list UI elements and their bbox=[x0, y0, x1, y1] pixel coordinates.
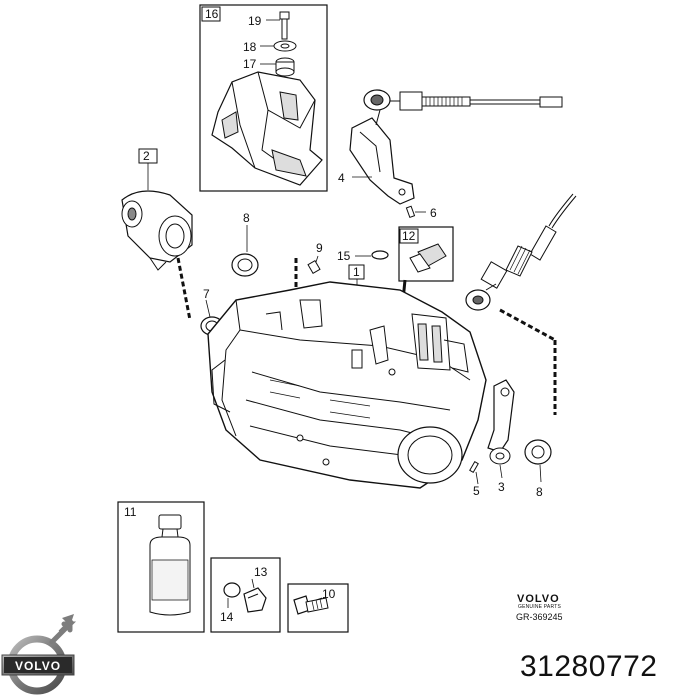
callout-1: 1 bbox=[353, 265, 360, 279]
upper-cable bbox=[363, 89, 563, 126]
callout-6: 6 bbox=[430, 206, 437, 220]
callout-10: 10 bbox=[322, 587, 336, 601]
callout-4: 4 bbox=[338, 171, 345, 185]
small-volvo-mark: VOLVO bbox=[517, 593, 560, 605]
bolt-9: 9 bbox=[307, 241, 323, 275]
callout-8a: 8 bbox=[243, 211, 250, 225]
callout-2: 2 bbox=[143, 149, 150, 163]
callout-15: 15 bbox=[337, 249, 351, 263]
seal-8-upper: 8 bbox=[231, 211, 259, 277]
lever-arm-3: 3 bbox=[487, 379, 515, 494]
box-11-oil-bottle: 11 bbox=[117, 501, 205, 633]
callout-8b: 8 bbox=[536, 485, 543, 499]
callout-12: 12 bbox=[402, 229, 416, 243]
lower-cable bbox=[465, 193, 577, 311]
genuine-parts-label: GENUINE PARTS bbox=[518, 604, 561, 610]
callout-7: 7 bbox=[203, 287, 210, 301]
callout-16: 16 bbox=[205, 7, 219, 21]
callout-5: 5 bbox=[473, 484, 480, 498]
callout-14: 14 bbox=[220, 610, 234, 624]
gearbox-housing bbox=[207, 281, 487, 489]
part-number: 31280772 bbox=[520, 650, 658, 683]
callout-9: 9 bbox=[316, 241, 323, 255]
o-ring-15: 15 bbox=[337, 249, 389, 263]
callout-3: 3 bbox=[498, 480, 505, 494]
box-10-bolt: 10 bbox=[287, 583, 349, 633]
callout-19: 19 bbox=[248, 14, 262, 28]
callout-17: 17 bbox=[243, 57, 257, 71]
callout-18: 18 bbox=[243, 40, 257, 54]
callout-13: 13 bbox=[254, 565, 268, 579]
box-2-release-bearing: 2 bbox=[121, 148, 193, 271]
pin-5: 5 bbox=[469, 460, 480, 498]
volvo-logo-icon: VOLVO bbox=[1, 614, 77, 695]
box-16-shift-mechanism: 16 19 18 17 bbox=[199, 4, 328, 192]
shift-lever-4: 4 6 bbox=[338, 117, 437, 220]
volvo-logo-text: VOLVO bbox=[15, 659, 61, 673]
seal-8-lower: 8 bbox=[524, 439, 552, 499]
callout-11: 11 bbox=[124, 505, 137, 519]
diagram-reference-code: GR-369245 bbox=[516, 612, 563, 622]
box-13-14-drain-plug: 13 14 bbox=[210, 557, 281, 633]
